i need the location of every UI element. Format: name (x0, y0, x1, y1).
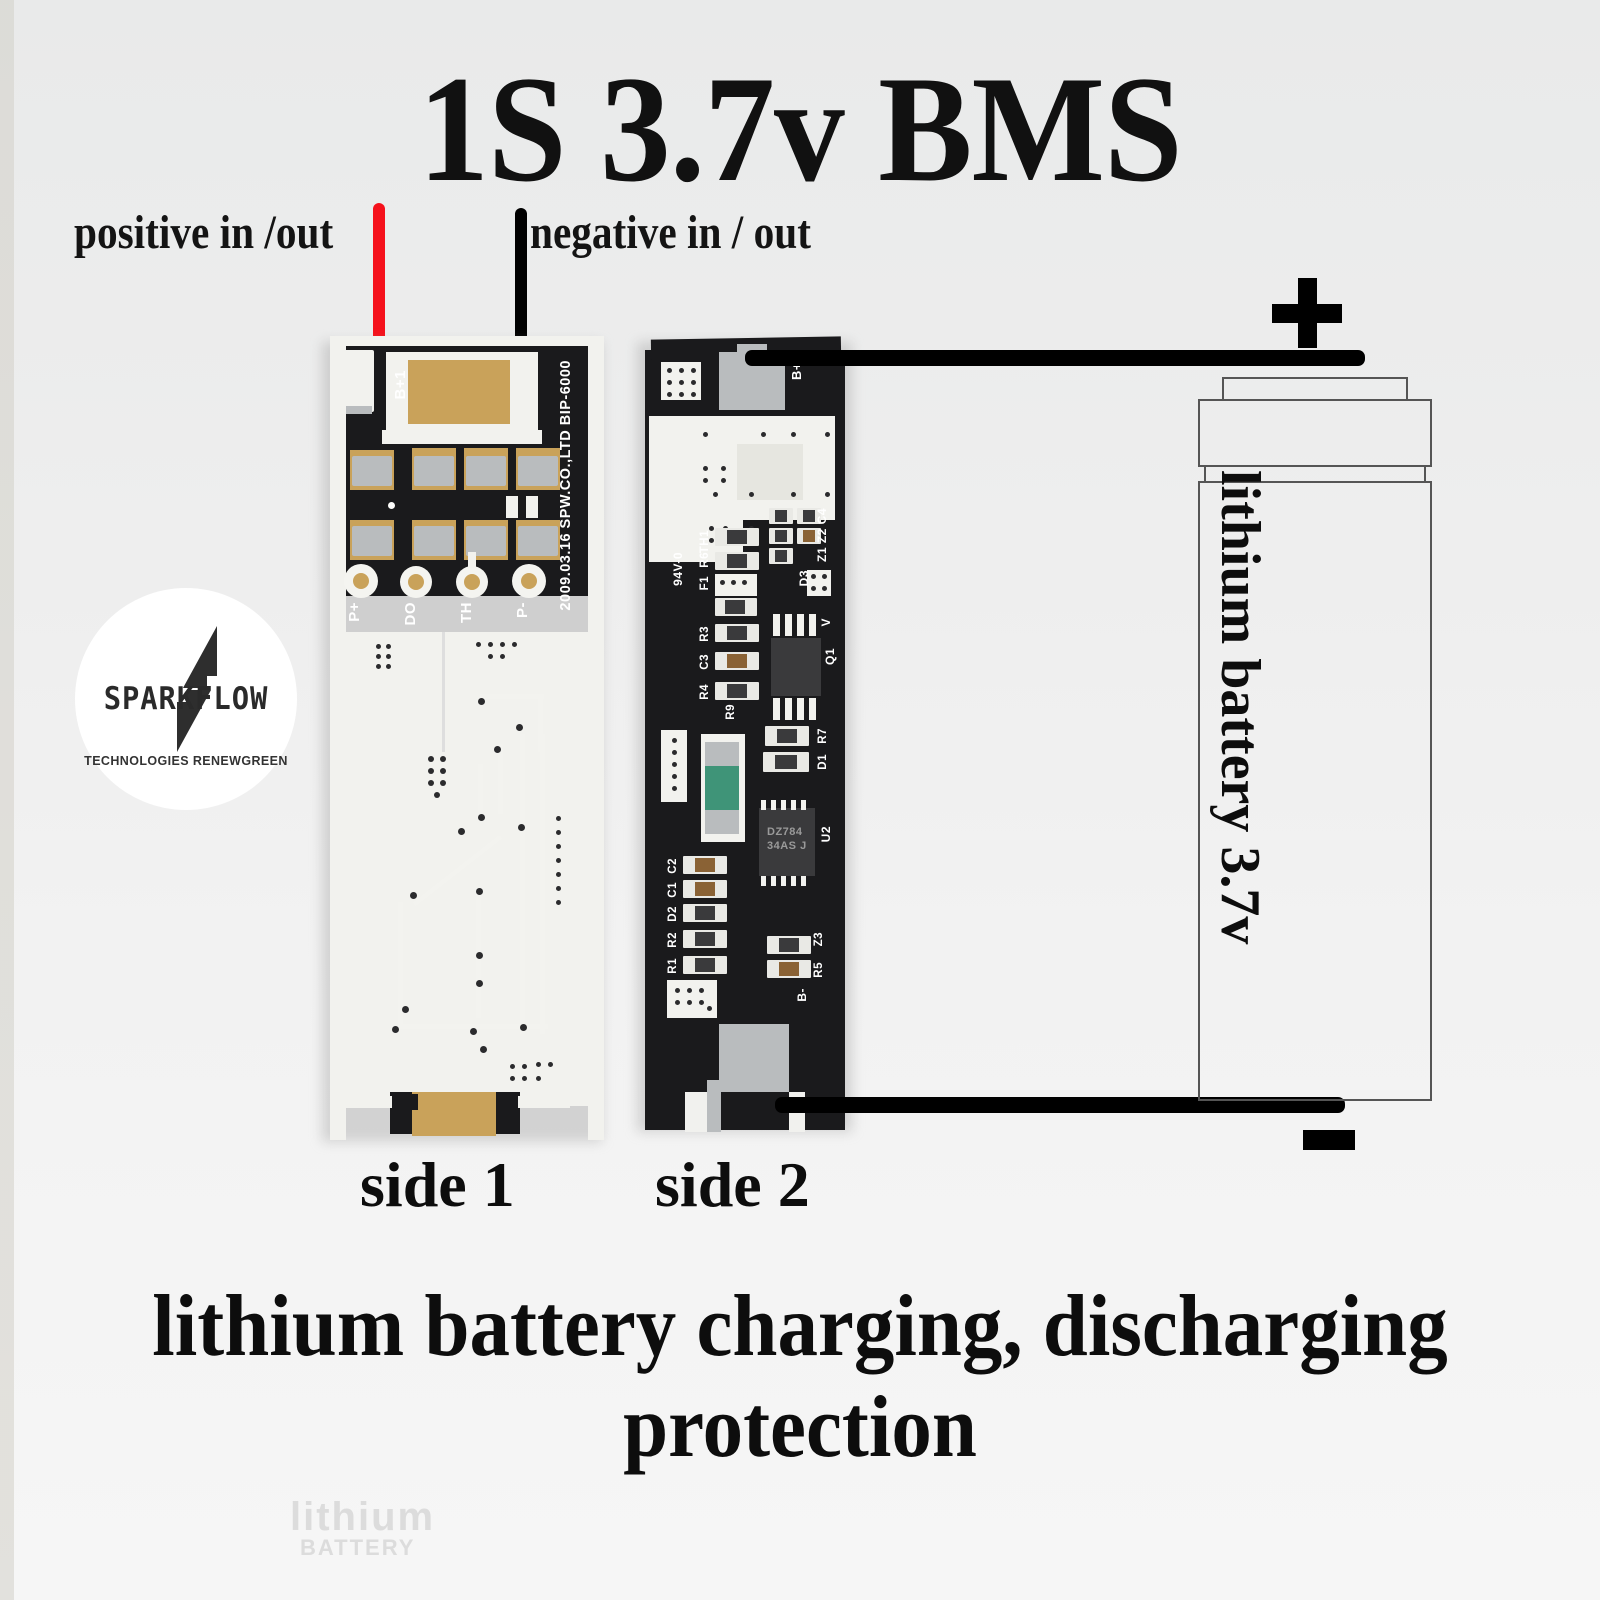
silk-ic-marking-1: DZ784 (767, 826, 803, 838)
battery-label: lithium battery 3.7v (1209, 470, 1271, 945)
silk-d2: D2 (667, 906, 679, 922)
silk-r2: R2 (667, 932, 679, 948)
ghost-text-line2: BATTERY (300, 1535, 416, 1560)
silk-d1: D1 (817, 754, 829, 770)
side1-caption: side 1 (360, 1149, 515, 1220)
silk-r7: R7 (817, 728, 829, 744)
silk-q1: Q1 (823, 648, 837, 666)
silk-c1: C1 (667, 882, 679, 898)
silk-d3: D3 (797, 570, 811, 587)
silk-f1: F1 (699, 576, 711, 591)
silk-r1: R1 (667, 958, 679, 974)
logo-wordmark: SPARKFLOW (103, 681, 269, 717)
plus-symbol-icon (1272, 278, 1342, 348)
battery-cap (1198, 399, 1432, 467)
minus-symbol-icon (1303, 1130, 1355, 1150)
silk-u2: U2 (819, 826, 833, 843)
silk-b-minus: B- (795, 988, 809, 1002)
silk-c3: C3 (699, 654, 711, 670)
ghost-text-line1: lithium (290, 1495, 436, 1539)
silk-z3r5: Z3 (813, 932, 825, 947)
sparkflow-logo: SPARKFLOW TECHNOLOGIES RENEWGREEN (75, 588, 297, 810)
silk-b-plus-1: B+1 (392, 370, 409, 400)
battery-terminal-tab (1222, 377, 1408, 399)
silk-pad-p-plus: P+ (346, 602, 363, 622)
page-title: 1S 3.7v BMS (418, 45, 1182, 213)
silk-r4: R4 (699, 684, 711, 700)
silk-r6: R6 (699, 552, 711, 568)
battery-negative-wire (775, 1097, 1345, 1113)
positive-terminal-label: positive in /out (74, 206, 334, 259)
silk-r9: R9 (725, 704, 737, 720)
silk-pad-p-minus: P- (514, 602, 531, 618)
footer-caption: lithium battery charging, discharging pr… (152, 1278, 1448, 1476)
silk-pad-th: TH (458, 602, 475, 623)
logo-tagline: TECHNOLOGIES RENEWGREEN (84, 754, 288, 768)
pcb-side2: B+ (637, 336, 860, 1132)
silk-ic-marking-2: 34AS J (767, 840, 807, 852)
silk-th1: TH1 (699, 530, 711, 554)
lightning-bolt-icon (177, 626, 217, 752)
silk-c2: C2 (667, 858, 679, 874)
silk-r5: R5 (813, 962, 825, 978)
silk-ul-mark: 94V-0 (671, 552, 685, 586)
silk-manufacturer: 2009.03.16 SPW.CO.,LTD BIP-6000 (558, 360, 574, 611)
side2-caption: side 2 (655, 1149, 810, 1220)
negative-terminal-label: negative in / out (530, 206, 811, 259)
battery-neck (1204, 467, 1426, 481)
battery-positive-wire (745, 350, 1365, 366)
silk-r3: R3 (699, 626, 711, 642)
silk-z1z2c4: Z1 Z2 C4 (815, 508, 829, 563)
pcb-side1: B+1 2009.03.16 SPW.CO.,LTD BIP-6000 (322, 336, 610, 1142)
silk-pad-do: DO (402, 602, 419, 626)
silk-v-mark: V (819, 618, 833, 627)
battery-body (1198, 481, 1432, 1101)
